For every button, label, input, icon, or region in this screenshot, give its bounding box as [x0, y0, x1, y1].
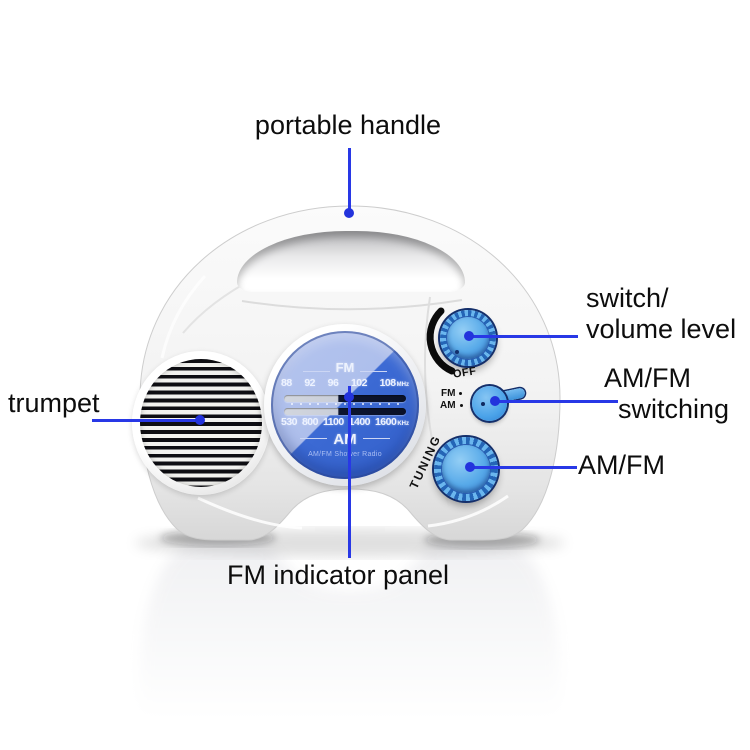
fm-freq: 102	[350, 377, 368, 389]
am-freq: 800	[301, 416, 319, 428]
fm-freq-last: 108MHz	[379, 377, 409, 389]
label-amfm: AM/FM	[578, 450, 665, 480]
dial-caption: AM/FM Shower Radio	[308, 451, 382, 458]
band-switch-marker	[481, 402, 485, 406]
fm-freq: 92	[304, 377, 315, 389]
volume-off-arc	[426, 307, 456, 375]
fm-unit: MHz	[396, 382, 409, 388]
am-position-dot	[459, 404, 463, 407]
am-tuning-bar	[284, 408, 406, 415]
am-position-label: AM	[440, 400, 456, 411]
label-amfm-switching-line2: switching	[618, 394, 730, 424]
dial-fm-header: FM	[271, 360, 419, 375]
annotation-line-handle	[348, 148, 351, 212]
band-switch-knob	[472, 386, 507, 421]
label-amfm-switching: AM/FM switching	[604, 363, 729, 425]
fm-scale-row: 88 92 96 102 108MHz	[281, 377, 409, 389]
volume-knob-marker	[455, 350, 459, 354]
annotation-dot-trumpet	[195, 415, 205, 425]
label-switch-line2: volume level	[586, 314, 737, 344]
label-fm-indicator-panel: FM indicator panel	[226, 560, 450, 590]
label-amfm-switching-line1: AM/FM	[604, 363, 691, 393]
header-line	[302, 371, 330, 372]
fm-band-label: FM	[335, 360, 355, 375]
am-freq: 1400	[348, 416, 371, 428]
label-trumpet: trumpet	[8, 388, 100, 418]
gloss-streak-upper	[160, 274, 207, 359]
fm-freq: 88	[281, 377, 292, 389]
annotation-line-trumpet	[92, 419, 202, 422]
am-freq: 1100	[322, 416, 344, 428]
header-line	[300, 437, 328, 439]
header-line	[362, 437, 390, 439]
fm-position-dot	[459, 392, 463, 395]
tick-row	[291, 403, 399, 405]
annotation-line-volume	[470, 335, 578, 338]
am-scale-row: 530 800 1100 1400 1600KHz	[281, 416, 409, 428]
fm-position-label: FM	[441, 388, 456, 399]
annotation-line-tuning	[469, 466, 577, 469]
gloss-streak-left	[197, 496, 303, 530]
am-unit: KHz	[397, 421, 409, 427]
am-band-label: AM	[333, 431, 357, 448]
annotation-dot-tuning	[465, 462, 475, 472]
gloss-streak-right	[427, 494, 509, 528]
handle-seam	[241, 299, 463, 311]
am-switch-position: AM	[440, 400, 463, 411]
header-line	[360, 371, 388, 372]
fm-indicator-panel: FM 88 92 96 102 108MHz 530 800 1100 1400…	[271, 331, 419, 479]
annotation-line-switch	[494, 400, 618, 403]
annotation-dot-handle	[344, 208, 354, 218]
fm-switch-position: FM	[441, 388, 463, 399]
dial-am-header: AM	[271, 431, 419, 448]
label-portable-handle: portable handle	[254, 110, 442, 140]
annotation-dot-fm-panel	[344, 392, 354, 402]
annotation-dot-switch	[490, 396, 500, 406]
am-freq-last: 1600KHz	[374, 416, 409, 428]
annotation-line-fm-panel	[348, 386, 351, 558]
label-switch-volume-level: switch/ volume level	[586, 283, 736, 345]
reflection-fade	[0, 548, 750, 750]
fm-freq: 96	[327, 377, 339, 389]
am-freq: 530	[281, 416, 298, 428]
annotation-dot-volume	[464, 331, 474, 341]
label-switch-line1: switch/	[586, 283, 669, 313]
